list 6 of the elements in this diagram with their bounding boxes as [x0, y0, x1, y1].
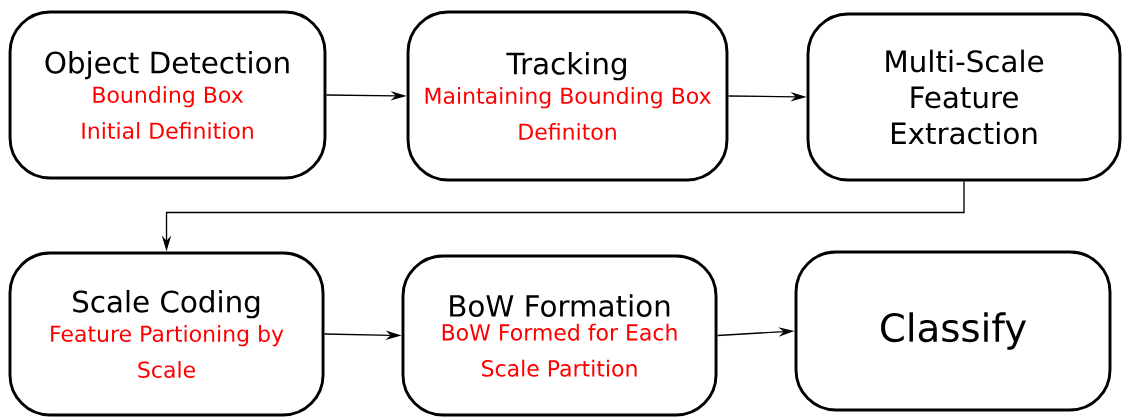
process-box: BoW Formation BoW Formed for Each Scale Partition — [401, 254, 718, 417]
process-box: Object Detection Bounding Box Initial Definition — [8, 10, 327, 180]
process-box: Classify — [794, 250, 1112, 412]
process-box: Multi-Scale Feature Extraction — [806, 12, 1122, 182]
process-box: Tracking Maintaining Bounding Box Definiton — [406, 10, 729, 182]
process-box: Scale Coding Feature Partioning by Scale — [8, 251, 325, 417]
